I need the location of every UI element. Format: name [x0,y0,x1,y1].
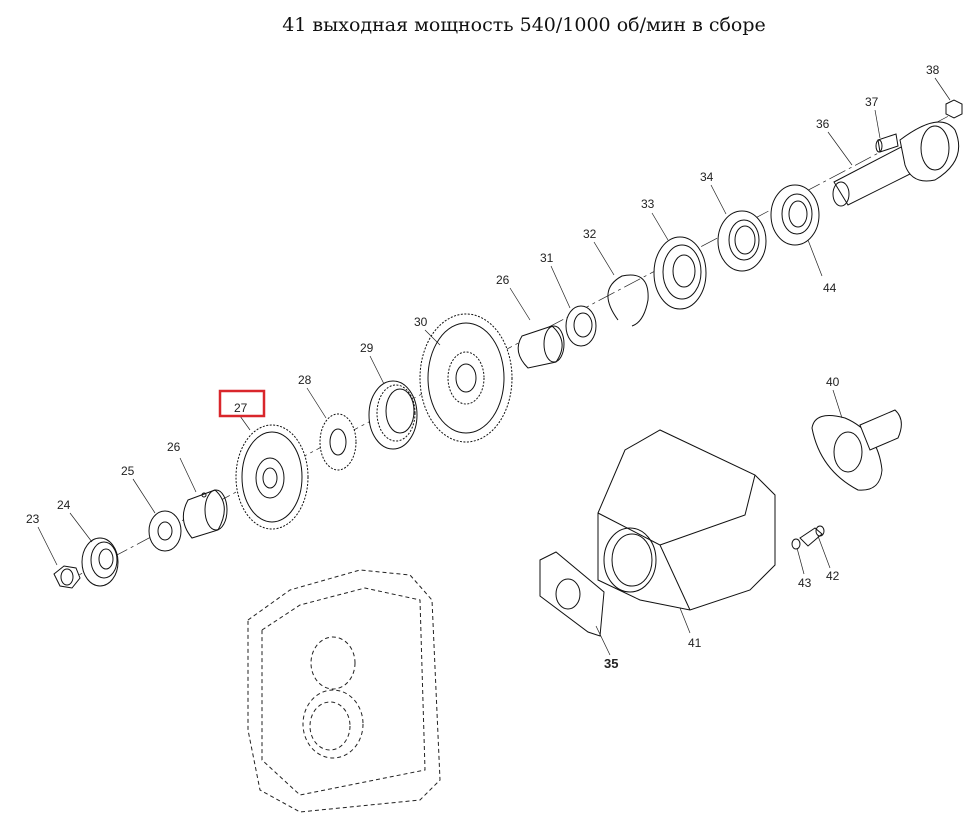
callout-38[interactable]: 38 [926,63,940,77]
part-29-coupling-ring[interactable] [368,380,418,450]
callout-40[interactable]: 40 [826,375,840,389]
callout-41[interactable]: 41 [688,636,702,650]
callout-37[interactable]: 37 [865,95,879,109]
callout-43[interactable]: 43 [798,576,812,590]
diagram-title: 41 выходная мощность 540/1000 об/мин в с… [282,14,766,36]
part-35-gasket[interactable] [539,551,605,637]
part-44-oil-seal[interactable] [770,184,820,246]
gearbox-housing-outline [247,569,441,813]
callout-30[interactable]: 30 [414,315,428,329]
callout-42[interactable]: 42 [826,569,840,583]
callout-27[interactable]: 27 [234,401,248,415]
part-30-large-gear[interactable] [419,313,513,443]
part-27-gear[interactable] [235,424,309,530]
part-28-spur-gear[interactable] [319,413,357,471]
part-43-washer[interactable] [791,538,801,550]
callout-24[interactable]: 24 [57,498,71,512]
part-26-bushing-second[interactable] [517,325,565,369]
callout-32[interactable]: 32 [583,227,597,241]
part-41-housing[interactable] [597,429,776,611]
part-26-bushing[interactable] [182,489,228,539]
part-31-washer[interactable] [565,305,597,347]
callout-34[interactable]: 34 [700,170,714,184]
part-23-nut[interactable] [53,565,81,589]
callout-36[interactable]: 36 [816,117,830,131]
callout-35[interactable]: 35 [604,656,618,671]
callout-33[interactable]: 33 [641,197,655,211]
callout-31[interactable]: 31 [540,251,554,265]
part-36-output-shaft[interactable] [832,121,960,207]
part-33-bearing[interactable] [653,236,707,310]
part-32-snap-ring[interactable] [607,274,649,327]
highlight-box-part-27 [218,389,266,418]
callout-29[interactable]: 29 [360,341,374,355]
callout-23[interactable]: 23 [26,512,40,526]
callout-44[interactable]: 44 [823,281,837,295]
callout-26-first[interactable]: 26 [167,440,181,454]
callout-26-second[interactable]: 26 [496,273,510,287]
part-25-washer[interactable] [148,510,182,552]
part-40-cover-flange[interactable] [811,409,902,491]
leader-lines [37,77,951,656]
part-24-bearing[interactable] [81,537,119,587]
part-34-oil-seal[interactable] [717,210,767,272]
part-37-bolt[interactable] [875,133,899,153]
part-42-bolt[interactable] [799,525,825,547]
callout-28[interactable]: 28 [298,373,312,387]
callout-25[interactable]: 25 [121,464,135,478]
part-38-nut[interactable] [945,99,963,119]
